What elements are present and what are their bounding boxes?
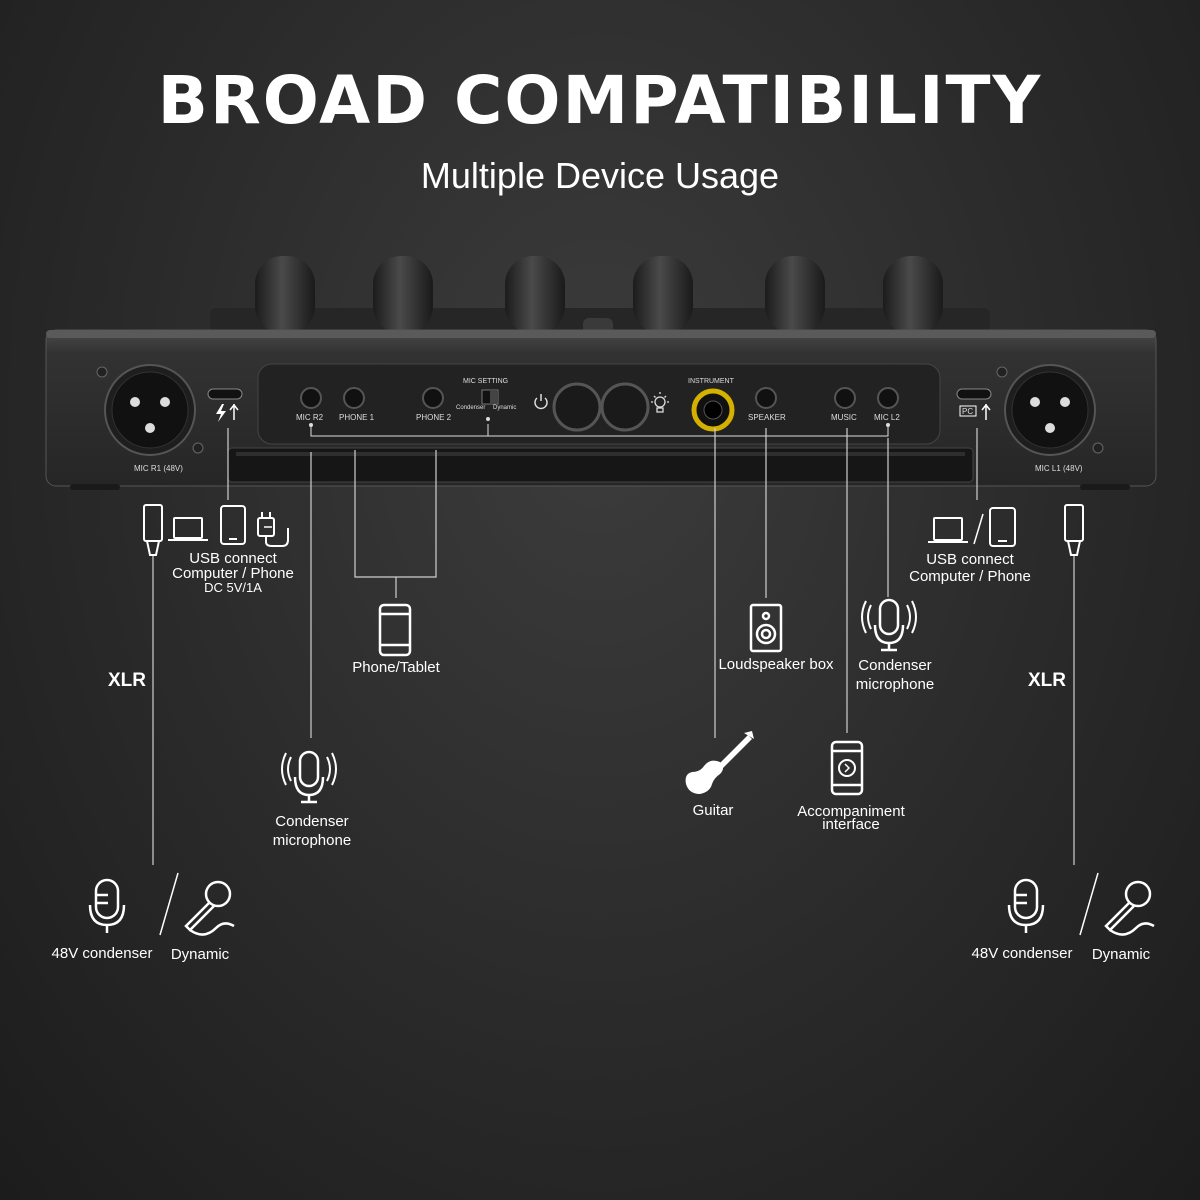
condenser48-right-label: 48V condenser: [971, 945, 1073, 962]
microphone-icon: [281, 750, 337, 804]
knob-5: [765, 256, 825, 334]
port-label-mic-r2: MIC R2: [296, 413, 324, 422]
usb-left-label-3: DC 5V/1A: [204, 580, 262, 595]
knob-1: [255, 256, 315, 334]
guitar-icon: [685, 731, 754, 794]
condenser48-left-label: 48V condenser: [51, 945, 153, 962]
accompaniment-label-2: interface: [822, 816, 880, 833]
lightbulb-icon: [651, 392, 669, 413]
instrument-jack: [691, 388, 735, 432]
usb-c-port-right: [956, 388, 992, 420]
phone-icon: [378, 603, 412, 657]
xlr-jack-right: [996, 364, 1104, 456]
port-label-pc: PC: [962, 407, 974, 416]
condenser-mic-right-label-2: microphone: [855, 676, 935, 693]
usb-right-label-2: Computer / Phone: [909, 568, 1031, 585]
dynamic-left-label: Dynamic: [170, 946, 230, 963]
usb-right-label-1: USB connect: [926, 551, 1014, 568]
accompaniment-label-1: Accompaniment: [797, 803, 905, 820]
power-plug-icon: [257, 512, 289, 547]
port-label-speaker: SPEAKER: [748, 413, 786, 422]
knob-2: [373, 256, 433, 334]
speaker-icon: [749, 603, 783, 653]
phone-icon: [989, 507, 1016, 547]
xlr-plug-icon: [1064, 504, 1084, 556]
audio-jacks: [300, 387, 899, 409]
condenser-mic-left-label-1: Condenser: [275, 813, 349, 830]
port-label-mic-setting: MIC SETTING: [463, 378, 509, 385]
phone-tablet-label: Phone/Tablet: [352, 659, 440, 676]
lightning-icon: [216, 404, 226, 422]
knob-3: [505, 256, 565, 334]
microphone-icon: [861, 598, 917, 652]
condenser-mic-left-label-2: microphone: [272, 832, 352, 849]
port-label-dynamic: Dynamic: [493, 405, 517, 411]
bracket-lines: [309, 417, 890, 437]
laptop-icon: [168, 517, 208, 541]
condenser-mic-right-label-1: Condenser: [858, 657, 932, 674]
xlr-left-label: XLR: [108, 670, 146, 691]
loudspeaker-label: Loudspeaker box: [718, 656, 834, 673]
microphone-icon: [88, 878, 126, 933]
usb-left-label-2: Computer / Phone: [172, 565, 294, 582]
dynamic-right-label: Dynamic: [1091, 946, 1151, 963]
usb-c-port-left: [207, 388, 243, 422]
page-subtitle: Multiple Device Usage: [420, 155, 780, 196]
port-label-mic-l2: MIC L2: [874, 413, 900, 422]
port-label-mic-r1: MIC R1 (48V): [134, 464, 183, 473]
usb-icon: [229, 403, 239, 420]
phone-icon: [220, 505, 246, 545]
port-label-phone2: PHONE 2: [416, 413, 452, 422]
port-label-music: MUSIC: [831, 413, 857, 422]
laptop-icon: [928, 517, 968, 543]
page-title: BROAD COMPATIBILITY: [157, 62, 1043, 139]
port-label-instrument: INSTRUMENT: [688, 378, 734, 385]
knob-4: [633, 256, 693, 334]
xlr-right-label: XLR: [1028, 670, 1066, 691]
handheld-mic-icon: [1104, 880, 1155, 936]
knobs: [255, 256, 943, 334]
power-light-buttons: [534, 382, 669, 432]
port-label-phone1: PHONE 1: [339, 413, 375, 422]
xlr-jack-left: [96, 364, 204, 456]
handheld-mic-icon: [184, 880, 235, 936]
microphone-icon: [1007, 878, 1045, 933]
phone-icon: [830, 740, 864, 796]
xlr-plug-icon: [143, 504, 163, 556]
guitar-label: Guitar: [692, 802, 734, 819]
connection-lines: [152, 428, 1075, 865]
power-icon: [534, 394, 548, 410]
port-label-mic-l1: MIC L1 (48V): [1035, 464, 1083, 473]
knob-6: [883, 256, 943, 334]
usb-icon: [981, 403, 991, 420]
usb-left-label-1: USB connect: [189, 550, 277, 567]
port-label-condenser: Condenser: [456, 405, 486, 411]
